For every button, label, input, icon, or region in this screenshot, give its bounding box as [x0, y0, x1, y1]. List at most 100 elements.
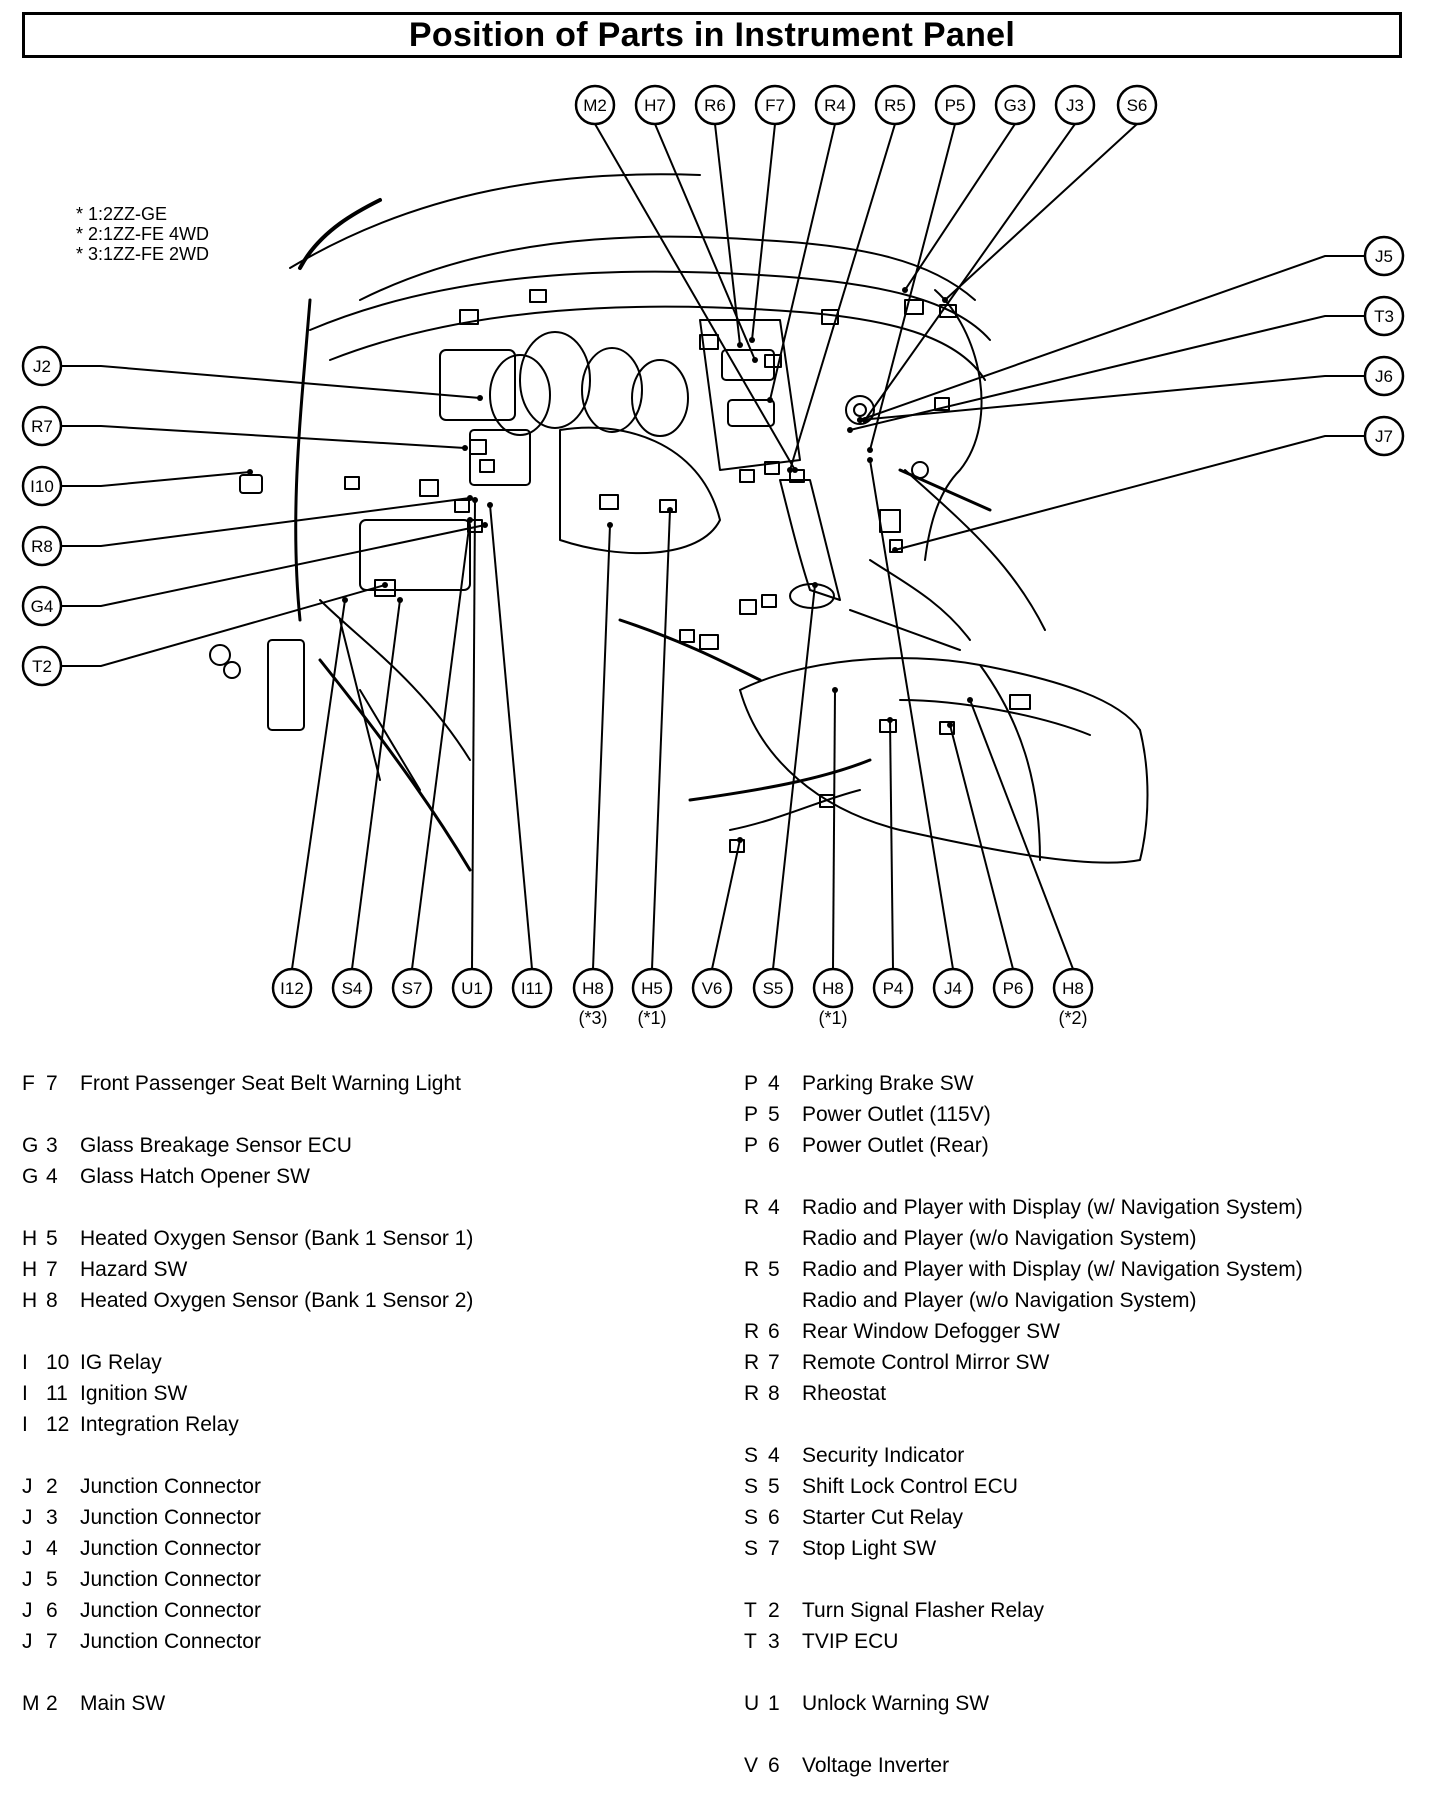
legend-code-letter: J	[22, 1506, 33, 1529]
callout-label-left-5: T2	[32, 657, 52, 676]
legend-code-letter: S	[744, 1506, 759, 1529]
callout-label-right-0: J5	[1375, 247, 1393, 266]
leader-top-1	[654, 123, 756, 361]
leader-end-right-1	[847, 427, 853, 433]
legend-code-number: 7	[768, 1351, 780, 1374]
legend-code-number: 6	[768, 1506, 780, 1529]
legend-code-number: 5	[768, 1258, 780, 1281]
leader-end-bottom-1	[397, 597, 403, 603]
legend-row-continued: Radio and Player (w/o Navigation System)	[744, 1285, 1303, 1316]
callout-circle-left-2	[21, 465, 63, 507]
legend-code-letter: R	[744, 1258, 760, 1281]
legend-spacer	[22, 1657, 473, 1688]
leader-end-right-3	[892, 547, 898, 553]
leader-left-0	[61, 365, 481, 399]
leader-end-top-6	[867, 447, 873, 453]
leader-top-0	[594, 123, 796, 471]
leader-end-top-0	[792, 467, 798, 473]
leader-end-top-5	[787, 467, 793, 473]
leader-end-bottom-10	[887, 717, 893, 723]
legend-part-name: Junction Connector	[80, 1537, 261, 1560]
callout-circle-bottom-8	[752, 967, 794, 1009]
callout-label-bottom-7: V6	[702, 979, 723, 998]
legend-part-name: Junction Connector	[80, 1630, 261, 1653]
page-title: Position of Parts in Instrument Panel	[408, 15, 1016, 54]
legend-code-number: 2	[768, 1599, 780, 1622]
legend-code-letter: F	[22, 1072, 35, 1095]
callout-label-top-3: F7	[765, 96, 785, 115]
callout-label-top-0: M2	[583, 96, 607, 115]
callout-circle-top-1	[634, 84, 676, 126]
callout-label-bottom-12: P6	[1003, 979, 1024, 998]
legend-part-name: Junction Connector	[80, 1599, 261, 1622]
callout-circle-top-5	[874, 84, 916, 126]
callout-label-left-2: I10	[30, 477, 54, 496]
legend-code-letter: R	[744, 1320, 760, 1343]
legend-part-name: Shift Lock Control ECU	[802, 1475, 1018, 1498]
leader-bottom-1	[351, 599, 401, 970]
leader-end-top-7	[902, 287, 908, 293]
legend-code-letter: T	[744, 1630, 757, 1653]
legend-part-name: Power Outlet (115V)	[802, 1103, 991, 1126]
leader-end-top-9	[942, 297, 948, 303]
legend-part-name: Unlock Warning SW	[802, 1692, 990, 1715]
callout-label-top-9: S6	[1127, 96, 1148, 115]
callout-label-top-5: R5	[884, 96, 906, 115]
legend-code-letter: H	[22, 1227, 38, 1250]
legend-code-number: 4	[768, 1072, 780, 1095]
leader-end-right-2	[857, 417, 863, 423]
legend-part-name: Junction Connector	[80, 1475, 261, 1498]
legend-code-number: 4	[46, 1165, 58, 1188]
legend-code-number: 7	[46, 1630, 58, 1653]
engine-notes: * 1:2ZZ-GE * 2:1ZZ-FE 4WD * 3:1ZZ-FE 2WD	[76, 204, 209, 264]
callout-circle-top-8	[1054, 84, 1096, 126]
leader-bottom-12	[949, 724, 1014, 970]
leader-left-1	[61, 425, 466, 449]
callout-label-bottom-6: H5	[641, 979, 663, 998]
leader-lines	[61, 123, 1365, 970]
legend-code-number: 8	[46, 1289, 58, 1312]
leader-bottom-9	[832, 689, 836, 970]
legend-code-letter: I	[22, 1413, 28, 1436]
legend-code-number: 6	[768, 1320, 780, 1343]
leader-bottom-2	[411, 519, 471, 970]
callout-circle-bottom-6	[631, 967, 673, 1009]
leader-end-left-3	[467, 495, 473, 501]
callout-circle-bottom-5	[572, 967, 614, 1009]
leader-top-9	[944, 123, 1138, 301]
note-1: * 1:2ZZ-GE	[76, 204, 168, 224]
callout-circle-left-5	[21, 645, 63, 687]
legend-code-letter: J	[22, 1568, 33, 1591]
callout-circle-left-4	[21, 585, 63, 627]
legend-code-number: 7	[46, 1258, 58, 1281]
legend-code-number: 5	[768, 1103, 780, 1126]
callout-label-top-2: R6	[704, 96, 726, 115]
leader-bottom-3	[471, 499, 476, 970]
legend-part-name: Starter Cut Relay	[802, 1506, 964, 1529]
legend-part-name: Voltage Inverter	[802, 1754, 950, 1777]
leader-top-6	[869, 123, 956, 451]
legend-code-number: 1	[768, 1692, 780, 1715]
callout-circle-bottom-7	[691, 967, 733, 1009]
legend-part-name: Glass Breakage Sensor ECU	[80, 1134, 352, 1157]
callout-label-bottom-3: U1	[461, 979, 483, 998]
leader-end-bottom-6	[667, 507, 673, 513]
legend-part-name: Glass Hatch Opener SW	[80, 1165, 310, 1188]
leader-top-3	[751, 123, 776, 341]
legend-code-number: 8	[768, 1382, 780, 1405]
callout-circle-bottom-2	[391, 967, 433, 1009]
leader-right-1	[849, 315, 1365, 431]
leader-end-bottom-12	[947, 722, 953, 728]
legend-code-number: 10	[46, 1351, 70, 1374]
